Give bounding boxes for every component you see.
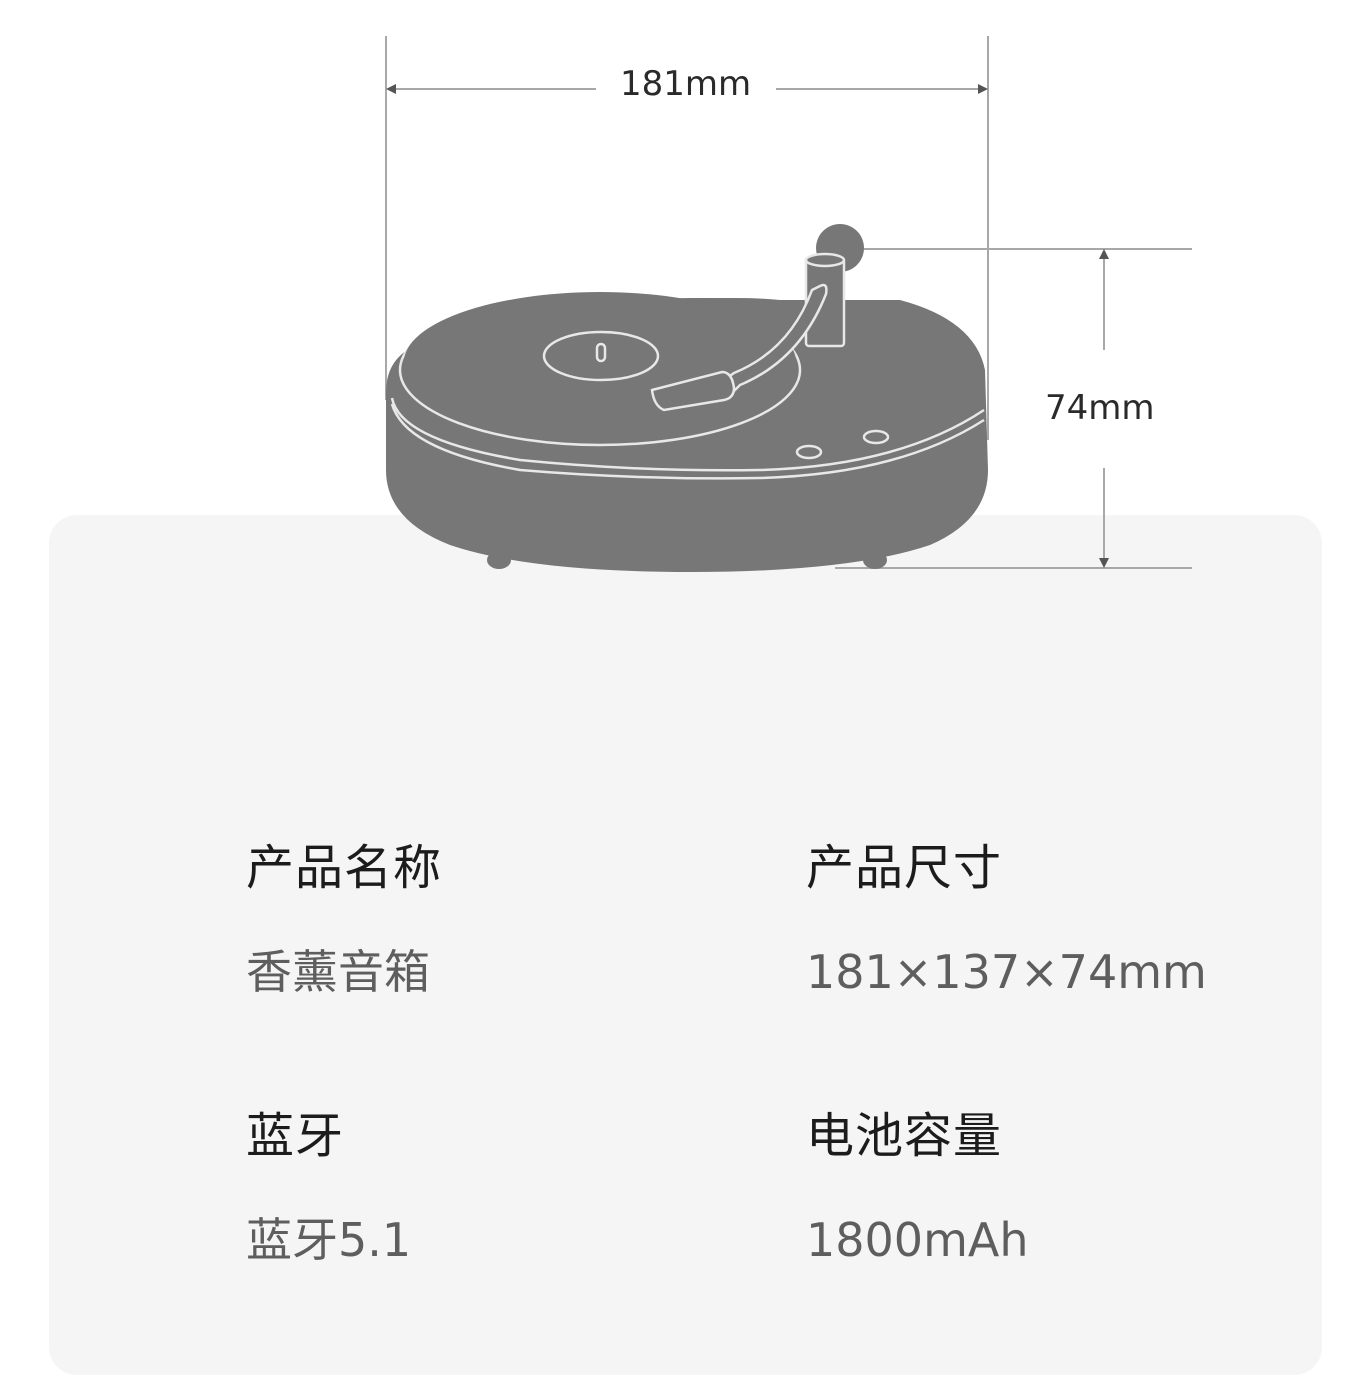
spec-product-name: 产品名称 香薰音箱 — [246, 840, 442, 1000]
width-dimension — [385, 36, 989, 440]
spec-title: 产品名称 — [246, 840, 443, 896]
spec-value: 香薰音箱 — [246, 945, 430, 999]
spec-value: 1800mAh — [806, 1213, 1029, 1267]
spec-battery-capacity: 电池容量 1800mAh — [806, 1108, 1029, 1268]
spec-value: 181×137×74mm — [806, 945, 1207, 999]
spec-title: 蓝牙 — [246, 1108, 345, 1164]
tonearm — [722, 283, 828, 394]
height-dimension — [835, 248, 1192, 569]
spec-panel — [49, 515, 1322, 1375]
headshell — [650, 370, 736, 412]
turntable-speaker-illustration — [386, 224, 988, 572]
width-dimension-label: 181mm — [620, 64, 752, 104]
spec-title: 电池容量 — [806, 1108, 1003, 1164]
control-button-1 — [795, 444, 823, 460]
product-dimension-diagram — [385, 36, 1192, 572]
spec-value: 蓝牙5.1 — [246, 1213, 412, 1267]
record-label — [542, 330, 660, 382]
arrow-right-icon — [978, 84, 988, 94]
arrow-left-icon — [386, 84, 396, 94]
spec-bluetooth: 蓝牙 蓝牙5.1 — [246, 1108, 411, 1268]
spindle — [595, 342, 607, 363]
spec-title: 产品尺寸 — [806, 840, 1003, 896]
arrow-down-icon — [1099, 558, 1109, 568]
arrow-up-icon — [1099, 249, 1109, 259]
spec-product-size: 产品尺寸 181×137×74mm — [806, 840, 1207, 1000]
control-button-2 — [862, 429, 890, 445]
height-dimension-label: 74mm — [1045, 388, 1155, 428]
